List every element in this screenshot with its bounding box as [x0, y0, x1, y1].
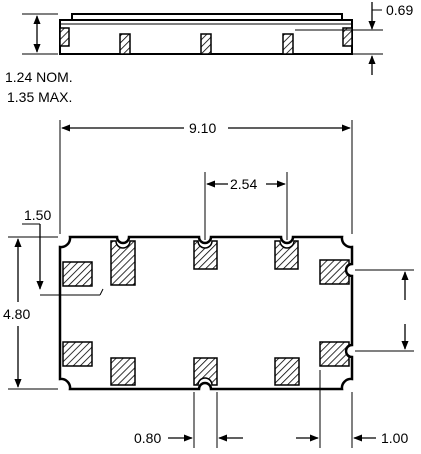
dim-pad-width: 0.80: [134, 392, 243, 448]
pad-top: [193, 240, 218, 270]
side-thickness-label: 0.69: [386, 2, 413, 18]
dim-side-thickness: 0.69: [295, 2, 413, 75]
length-label: 9.10: [189, 120, 216, 136]
pad-bottom: [193, 357, 218, 386]
pad-top: [110, 240, 136, 286]
top-pitch-label: 2.54: [230, 176, 257, 192]
pad-top: [274, 240, 299, 270]
side-pad: [200, 33, 212, 55]
height-nom-label: 1.24 NOM.: [5, 69, 73, 85]
dim-width: 4.80: [3, 236, 58, 390]
corner-offset-label: 1.50: [24, 207, 51, 223]
dim-right-pitch: [355, 269, 414, 352]
bottom-view: 9.10 2.54 1.50 4.80: [3, 120, 414, 448]
height-max-label: 1.35 MAX.: [7, 89, 72, 105]
dim-height: 1.24 NOM. 1.35 MAX.: [5, 13, 73, 105]
end-pad-width-label: 1.00: [381, 430, 408, 446]
pad-right: [319, 259, 350, 285]
pad-width-label: 0.80: [134, 430, 161, 446]
side-pad: [59, 27, 70, 47]
dim-corner-offset: 1.50: [22, 207, 104, 296]
pad-bottom: [274, 357, 300, 386]
dim-top-pitch: 2.54: [204, 172, 288, 240]
width-label: 4.80: [3, 306, 30, 322]
pad-right: [319, 341, 350, 367]
pad-bottom: [110, 357, 136, 386]
pad-left: [62, 341, 93, 367]
dim-length: 9.10: [59, 120, 353, 234]
side-pad: [282, 33, 294, 55]
dim-end-pad-width: 1.00: [296, 370, 408, 448]
side-pad: [342, 27, 353, 47]
pad-left: [62, 261, 93, 287]
side-pad: [119, 33, 131, 55]
side-view: 1.24 NOM. 1.35 MAX. 0.69: [5, 2, 413, 105]
